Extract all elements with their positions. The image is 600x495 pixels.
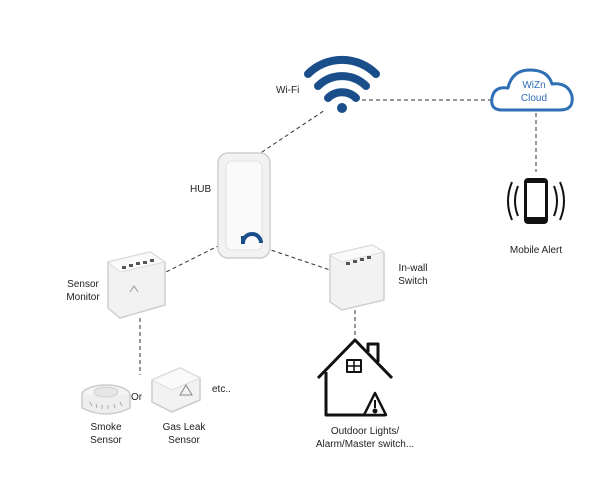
- connection-lines: [139, 99, 537, 375]
- inwall-switch-label-line1: In-wall: [398, 263, 428, 274]
- wifi-label: Wi-Fi: [276, 85, 300, 96]
- cloud-label: WiZn Cloud: [512, 79, 556, 105]
- smoke-detector-icon: [81, 384, 131, 415]
- gas-leak-sensor-label-line2: Sensor: [168, 435, 200, 446]
- gas-leak-sensor-icon: [150, 367, 202, 413]
- inwall-switch-label-line2: Switch: [398, 276, 428, 287]
- sensor-monitor-label: Sensor Monitor: [58, 278, 108, 304]
- link-hub-wifi: [249, 109, 326, 161]
- phone-vibrate-icon: [507, 178, 565, 224]
- hub-device-icon: [217, 152, 271, 259]
- smoke-sensor-label-line1: Smoke: [90, 422, 122, 433]
- mobile-alert-label: Mobile Alert: [509, 245, 563, 256]
- gas-leak-sensor-label: Gas Leak Sensor: [156, 421, 212, 447]
- house-label: Outdoor Lights/ Alarm/Master switch...: [305, 425, 425, 451]
- house-warning-icon: [316, 338, 394, 417]
- inwall-switch-label: In-wall Switch: [388, 262, 438, 288]
- cloud-label-line2: Cloud: [520, 93, 548, 104]
- hub-label: HUB: [190, 184, 212, 195]
- gas-leak-sensor-label-line1: Gas Leak: [162, 422, 206, 433]
- smoke-sensor-label-line2: Sensor: [90, 435, 122, 446]
- etc-label: etc..: [212, 384, 231, 395]
- link-hub-sensor-monitor: [159, 244, 221, 276]
- sensor-monitor-label-line1: Sensor: [67, 279, 99, 290]
- smoke-sensor-label: Smoke Sensor: [80, 421, 132, 447]
- inwall-switch-device-icon: [328, 244, 386, 311]
- link-hub-switch: [264, 247, 331, 271]
- wifi-icon: [304, 55, 380, 113]
- cloud-icon: [490, 68, 574, 112]
- house-label-line2: Alarm/Master switch...: [315, 439, 415, 450]
- or-connector-label: Or: [131, 392, 143, 403]
- sensor-monitor-label-line2: Monitor: [66, 292, 100, 303]
- house-label-line1: Outdoor Lights/: [330, 426, 400, 437]
- cloud-label-line1: WiZn: [522, 80, 546, 91]
- sensor-monitor-device-icon: [106, 251, 167, 319]
